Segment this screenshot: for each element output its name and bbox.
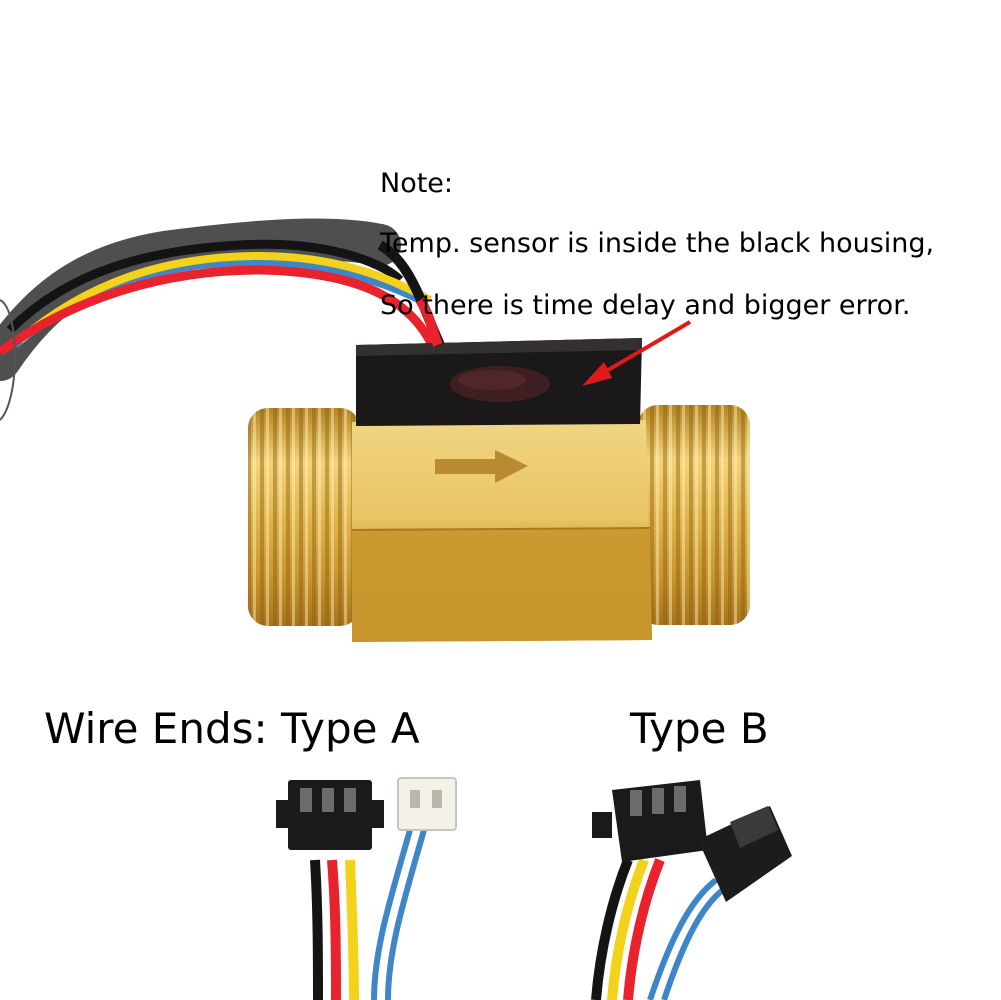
type-a-connectors xyxy=(276,777,457,1000)
pointer-arrow-icon xyxy=(582,320,692,386)
housing-wires xyxy=(377,240,445,348)
left-thread xyxy=(248,408,360,626)
type-b-label: Type B xyxy=(630,704,769,753)
flow-direction-arrow-icon xyxy=(435,450,528,483)
type-b-connectors xyxy=(591,780,792,1000)
note-line-1: Temp. sensor is inside the black housing… xyxy=(380,228,935,259)
sensor-cable xyxy=(0,218,437,421)
type-a-label: Wire Ends: Type A xyxy=(44,704,420,753)
note-title: Note: xyxy=(380,168,454,199)
black-housing xyxy=(356,338,642,426)
note-line-2: So there is time delay and bigger error. xyxy=(380,290,911,321)
right-thread xyxy=(638,405,750,625)
brass-body xyxy=(351,420,652,642)
